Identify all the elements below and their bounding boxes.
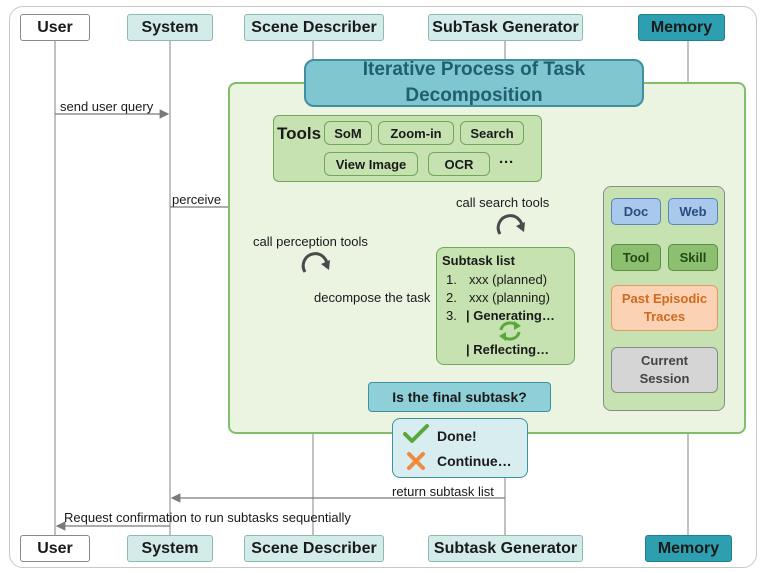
- tool-ocr: OCR: [428, 152, 490, 176]
- tool-som: SoM: [324, 121, 372, 145]
- call-search-tools-label: call search tools: [456, 195, 550, 210]
- user-actor-bottom: User: [20, 535, 90, 562]
- request-confirmation-label: Request confirmation to run subtasks seq…: [64, 510, 351, 525]
- continue-label: Continue…: [437, 453, 512, 469]
- tool-search: Search: [460, 121, 524, 145]
- current-session-line2: Session: [639, 371, 690, 386]
- subtask-generator-actor-top: SubTask Generator: [428, 14, 583, 41]
- send-user-query-label: send user query: [60, 99, 154, 114]
- refresh-icon: [499, 321, 521, 341]
- subtask-item-3: | Generating…: [466, 308, 555, 323]
- current-session-line1: Current: [641, 353, 688, 368]
- decompose-the-task-label: decompose the task: [314, 290, 431, 305]
- done-label: Done!: [437, 428, 477, 444]
- memory-past-episodic-traces: Past Episodic Traces: [611, 285, 718, 331]
- subtask-list-title: Subtask list: [442, 253, 515, 268]
- call-perception-tools-label: call perception tools: [253, 234, 368, 249]
- scene-describer-actor-bottom: Scene Describer: [244, 535, 384, 562]
- memory-skill: Skill: [668, 244, 718, 271]
- memory-actor-top: Memory: [638, 14, 725, 41]
- subtask-reflecting: | Reflecting…: [466, 342, 550, 357]
- return-subtask-list-label: return subtask list: [392, 484, 494, 499]
- tool-view-image: View Image: [324, 152, 418, 176]
- cross-icon: [407, 452, 425, 470]
- memory-doc: Doc: [611, 198, 661, 225]
- system-actor-top: System: [127, 14, 213, 41]
- search-loop-icon: [496, 214, 525, 235]
- subtask-item-2: xxx (planning): [469, 290, 550, 305]
- user-actor-top: User: [20, 14, 90, 41]
- subtask-item-1-num: 1.: [446, 272, 457, 287]
- memory-tool: Tool: [611, 244, 661, 271]
- memory-current-session: Current Session: [611, 347, 718, 393]
- memory-actor-bottom: Memory: [645, 535, 732, 562]
- iterative-title-line1: Iterative Process of Task: [362, 59, 586, 80]
- check-icon: [403, 424, 429, 443]
- diagram-frame: [9, 6, 757, 568]
- iterative-title-line2: Decomposition: [405, 85, 543, 106]
- subtask-list-box: [436, 247, 575, 365]
- memory-web: Web: [668, 198, 718, 225]
- subtask-generator-actor-bottom: Subtask Generator: [428, 535, 583, 562]
- tools-label: Tools: [277, 124, 322, 143]
- scene-describer-actor-top: Scene Describer: [244, 14, 384, 41]
- iterative-process-title: Iterative Process of Task Decomposition: [304, 59, 644, 107]
- past-episodic-line1: Past Episodic: [621, 291, 708, 306]
- perceive-label: perceive: [172, 192, 222, 207]
- subtask-item-1: xxx (planned): [469, 272, 548, 287]
- tools-ellipsis: ···: [499, 154, 514, 171]
- subtask-item-3-num: 3.: [446, 308, 457, 323]
- decision-result-box: [392, 418, 528, 478]
- tool-zoom-in: Zoom-in: [378, 121, 454, 145]
- system-actor-bottom: System: [127, 535, 213, 562]
- perception-loop-icon: [301, 252, 330, 273]
- subtask-item-2-num: 2.: [446, 290, 457, 305]
- final-subtask-question: Is the final subtask?: [368, 382, 551, 412]
- past-episodic-line2: Traces: [643, 309, 686, 324]
